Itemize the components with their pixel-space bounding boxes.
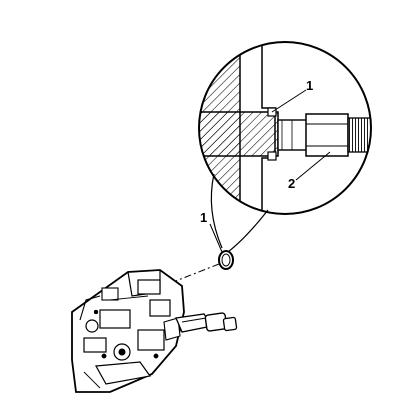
install-centerline <box>167 263 220 285</box>
sensor-body-section <box>199 111 279 157</box>
sensor-shaft <box>277 119 309 151</box>
transmission-housing <box>71 269 185 393</box>
oring-groove-bottom <box>267 151 277 161</box>
sensor-threads <box>347 117 371 153</box>
sensor-hex-flange <box>305 113 349 157</box>
detail-cone-line-right <box>227 209 269 253</box>
wiring-connector <box>175 312 238 333</box>
leader-oring-detail <box>271 89 307 113</box>
magnified-detail-view <box>198 41 372 215</box>
leader-oring-exploded <box>209 223 223 253</box>
detail-cone-line-left <box>210 173 223 249</box>
oring-exploded <box>218 250 234 270</box>
leader-sensor <box>295 151 331 181</box>
callout-oring-exploded: 1 <box>200 210 207 225</box>
callout-oring-detail: 1 <box>306 78 313 93</box>
callout-sensor: 2 <box>288 176 295 191</box>
